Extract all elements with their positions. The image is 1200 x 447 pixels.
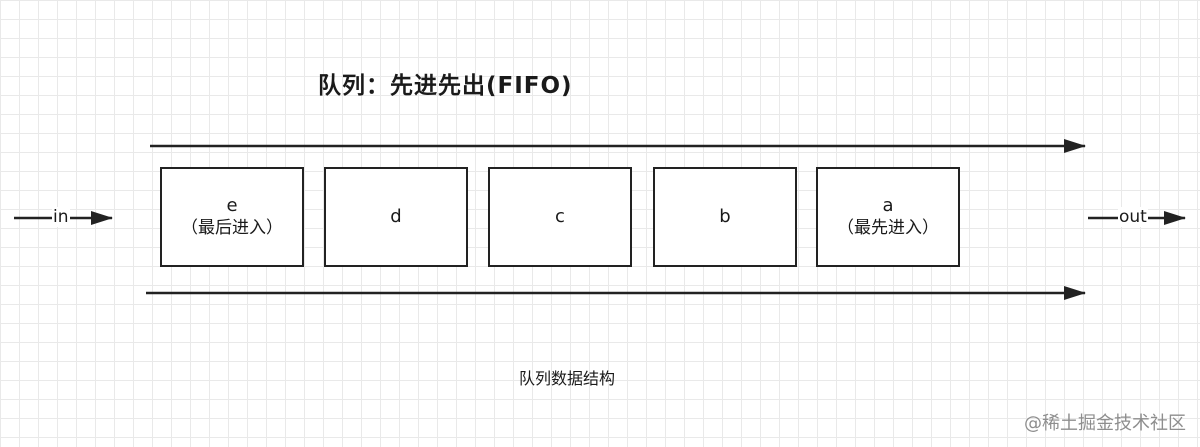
queue-item-label: d [390, 206, 402, 227]
queue-item-d: d [324, 167, 468, 267]
queue-item-c: c [488, 167, 632, 267]
queue-item-b: b [653, 167, 797, 267]
diagram-title: 队列：先进先出(FIFO) [318, 73, 573, 99]
out-label: out [1118, 207, 1148, 227]
in-label: in [52, 207, 70, 227]
caption-text: 队列数据结构 [518, 369, 615, 388]
queue-item-e: e （最后进入） [160, 167, 304, 267]
queue-item-note: （最先进入） [837, 218, 939, 238]
queue-item-label: a [882, 195, 894, 216]
diagram-caption: 队列数据结构 [0, 365, 1200, 389]
queue-item-note: （最后进入） [181, 218, 283, 238]
queue-item-label: e [226, 195, 238, 216]
queue-item-a: a （最先进入） [816, 167, 960, 267]
queue-item-label: c [555, 206, 565, 227]
queue-item-label: b [719, 206, 731, 227]
watermark: @稀土掘金技术社区 [1024, 413, 1186, 434]
